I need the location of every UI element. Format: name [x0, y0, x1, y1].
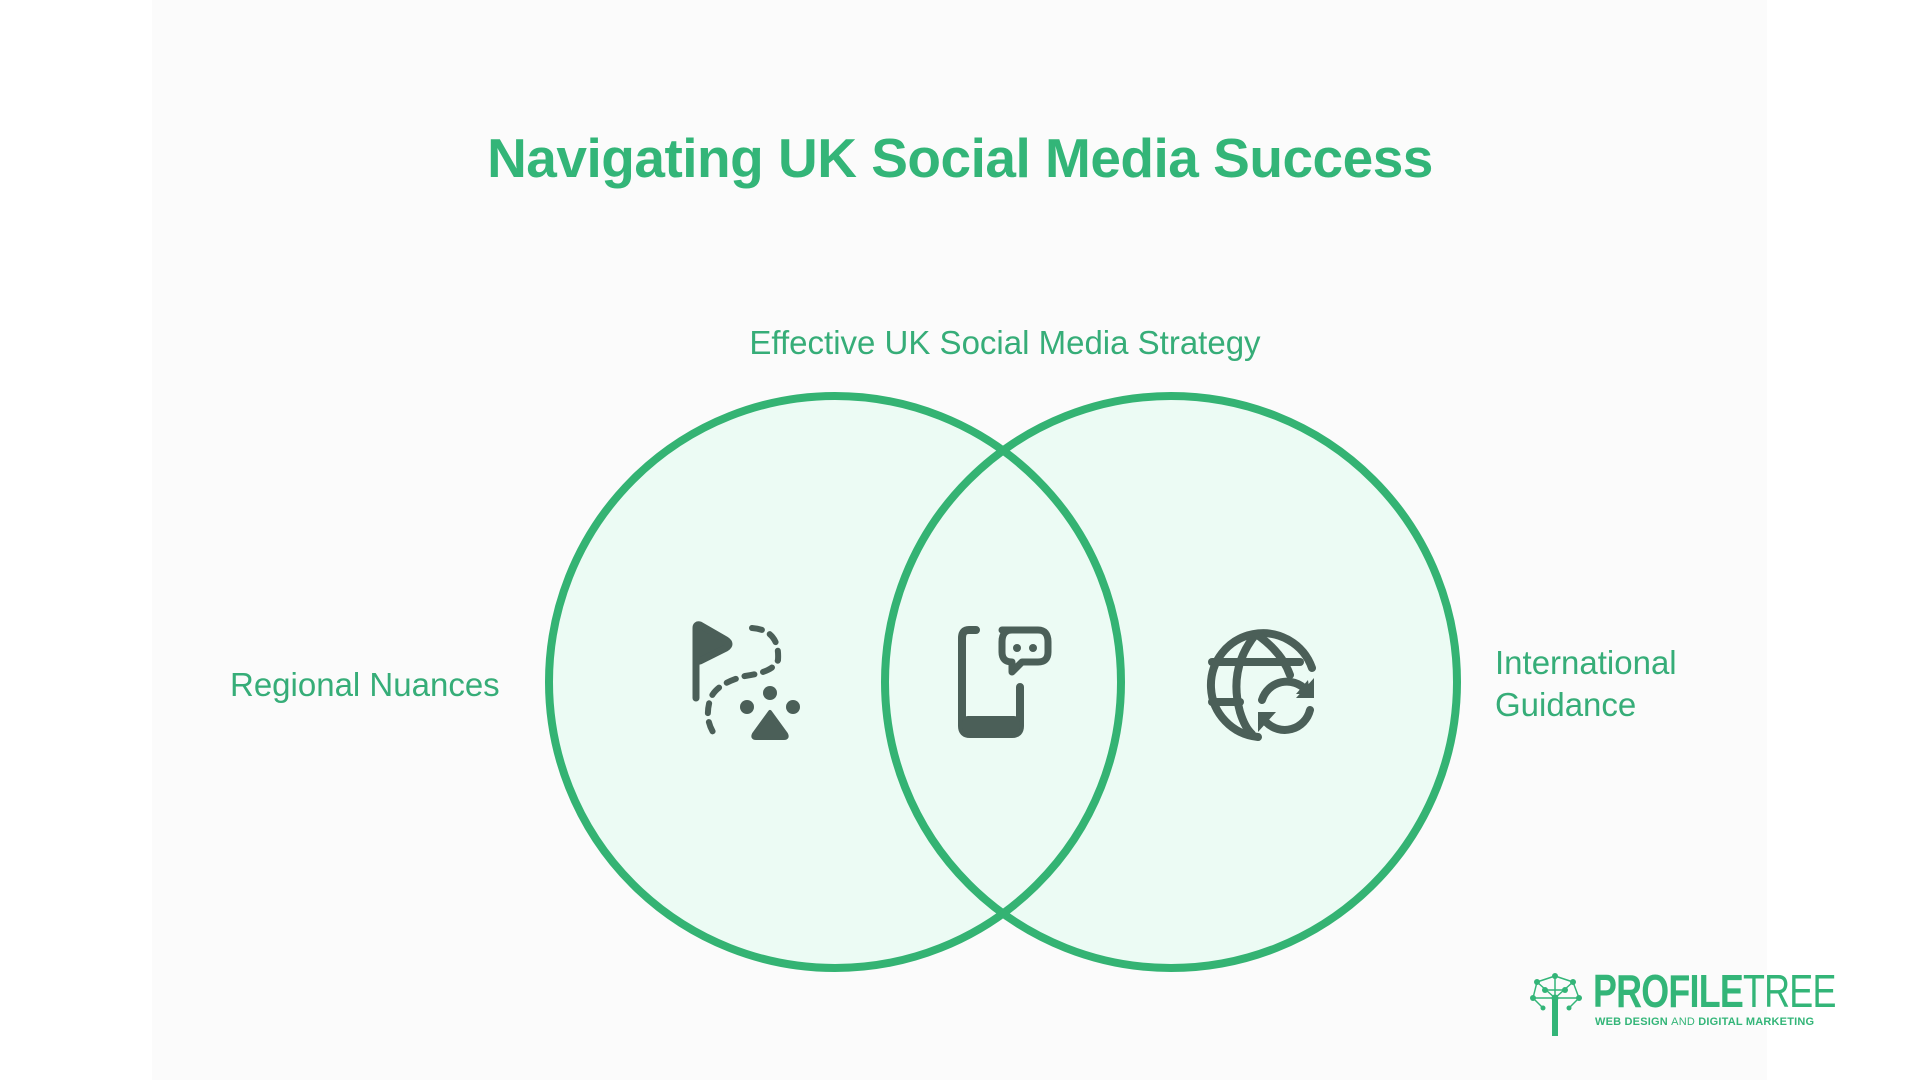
- circle-international-guidance: [881, 392, 1461, 972]
- set-label-international-guidance: International Guidance: [1495, 642, 1677, 726]
- venn-strokes: [545, 392, 1461, 972]
- circle-regional-nuances: [545, 392, 1125, 972]
- tree-network-icon: [1530, 973, 1582, 1036]
- set-label-line-1: International: [1495, 644, 1677, 681]
- logo-tagline-part-3: DIGITAL MARKETING: [1694, 1016, 1815, 1028]
- profiletree-logo: PROFILETREE WEB DESIGN AND DIGITAL MARKE…: [1525, 966, 1836, 1038]
- logo-wordmark: PROFILETREE: [1593, 966, 1836, 1016]
- circle-international-guidance-fill: [885, 396, 1457, 968]
- venn-fills: [549, 396, 1457, 968]
- set-label-line-2: Guidance: [1495, 686, 1637, 723]
- phone-chat-icon: [958, 626, 1052, 738]
- logo-word-thin: TREE: [1743, 965, 1836, 1017]
- page-title: Navigating UK Social Media Success: [487, 127, 1433, 189]
- logo-word-bold: PROFILE: [1593, 965, 1744, 1017]
- set-label-regional-nuances: Regional Nuances: [230, 666, 500, 703]
- logo-tagline-part-1: WEB DESIGN: [1595, 1016, 1672, 1028]
- flag-route-icon: [692, 621, 800, 740]
- globe-sync-icon: [1206, 629, 1316, 741]
- logo-tagline: WEB DESIGN AND DIGITAL MARKETING: [1595, 1016, 1814, 1028]
- logo-tagline-part-2: AND: [1671, 1016, 1695, 1028]
- intersection-label: Effective UK Social Media Strategy: [749, 324, 1261, 361]
